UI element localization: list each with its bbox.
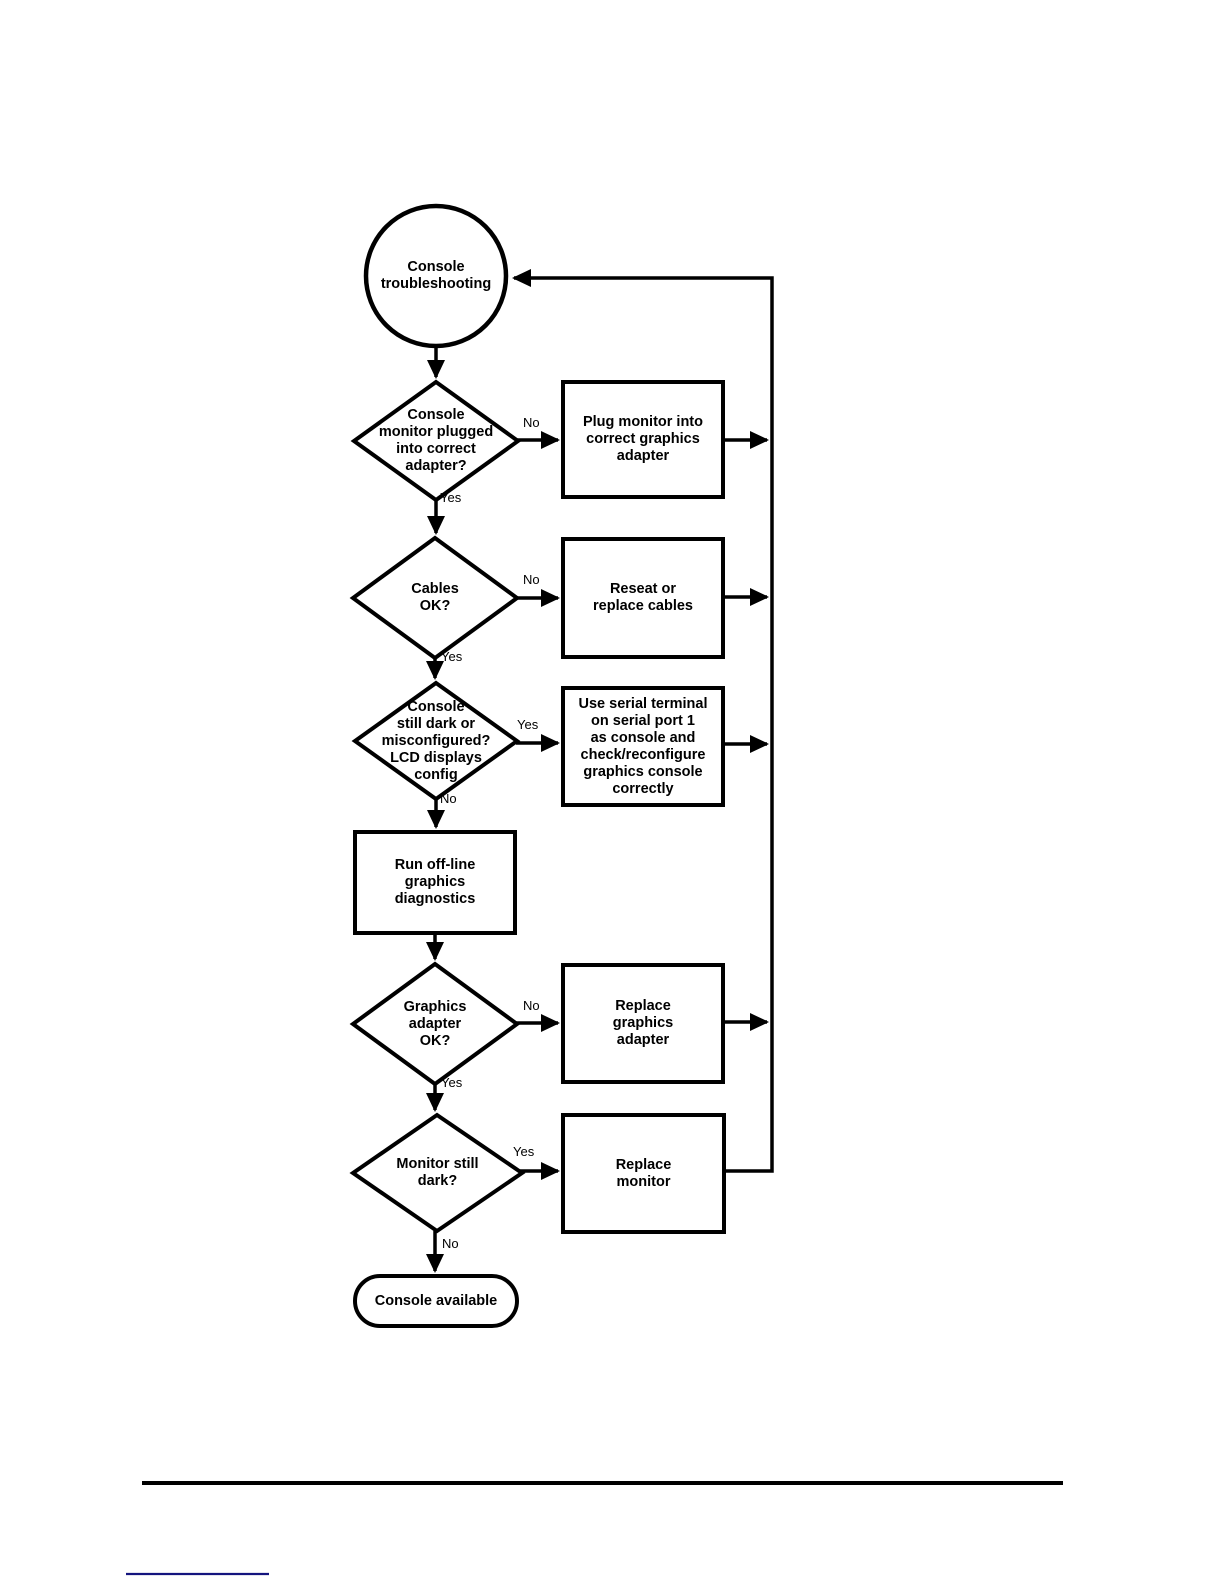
start-node-shape <box>363 203 509 349</box>
action-serial-shape <box>561 686 725 807</box>
action-reseat-shape <box>561 537 725 659</box>
decision-adapter-shape <box>350 379 522 503</box>
process-diagnostics-shape <box>353 830 517 935</box>
edge-return-loop <box>512 269 774 1173</box>
decision-dark-shape <box>351 680 521 802</box>
action-plug-shape <box>561 380 725 499</box>
action-replace-monitor-shape <box>561 1113 726 1234</box>
action-replace-adapter-shape <box>561 963 725 1084</box>
end-node-shape <box>353 1274 519 1328</box>
decision-cables-shape <box>349 535 521 661</box>
decision-monitor-shape <box>349 1112 526 1234</box>
decision-graphics-shape <box>349 961 521 1087</box>
